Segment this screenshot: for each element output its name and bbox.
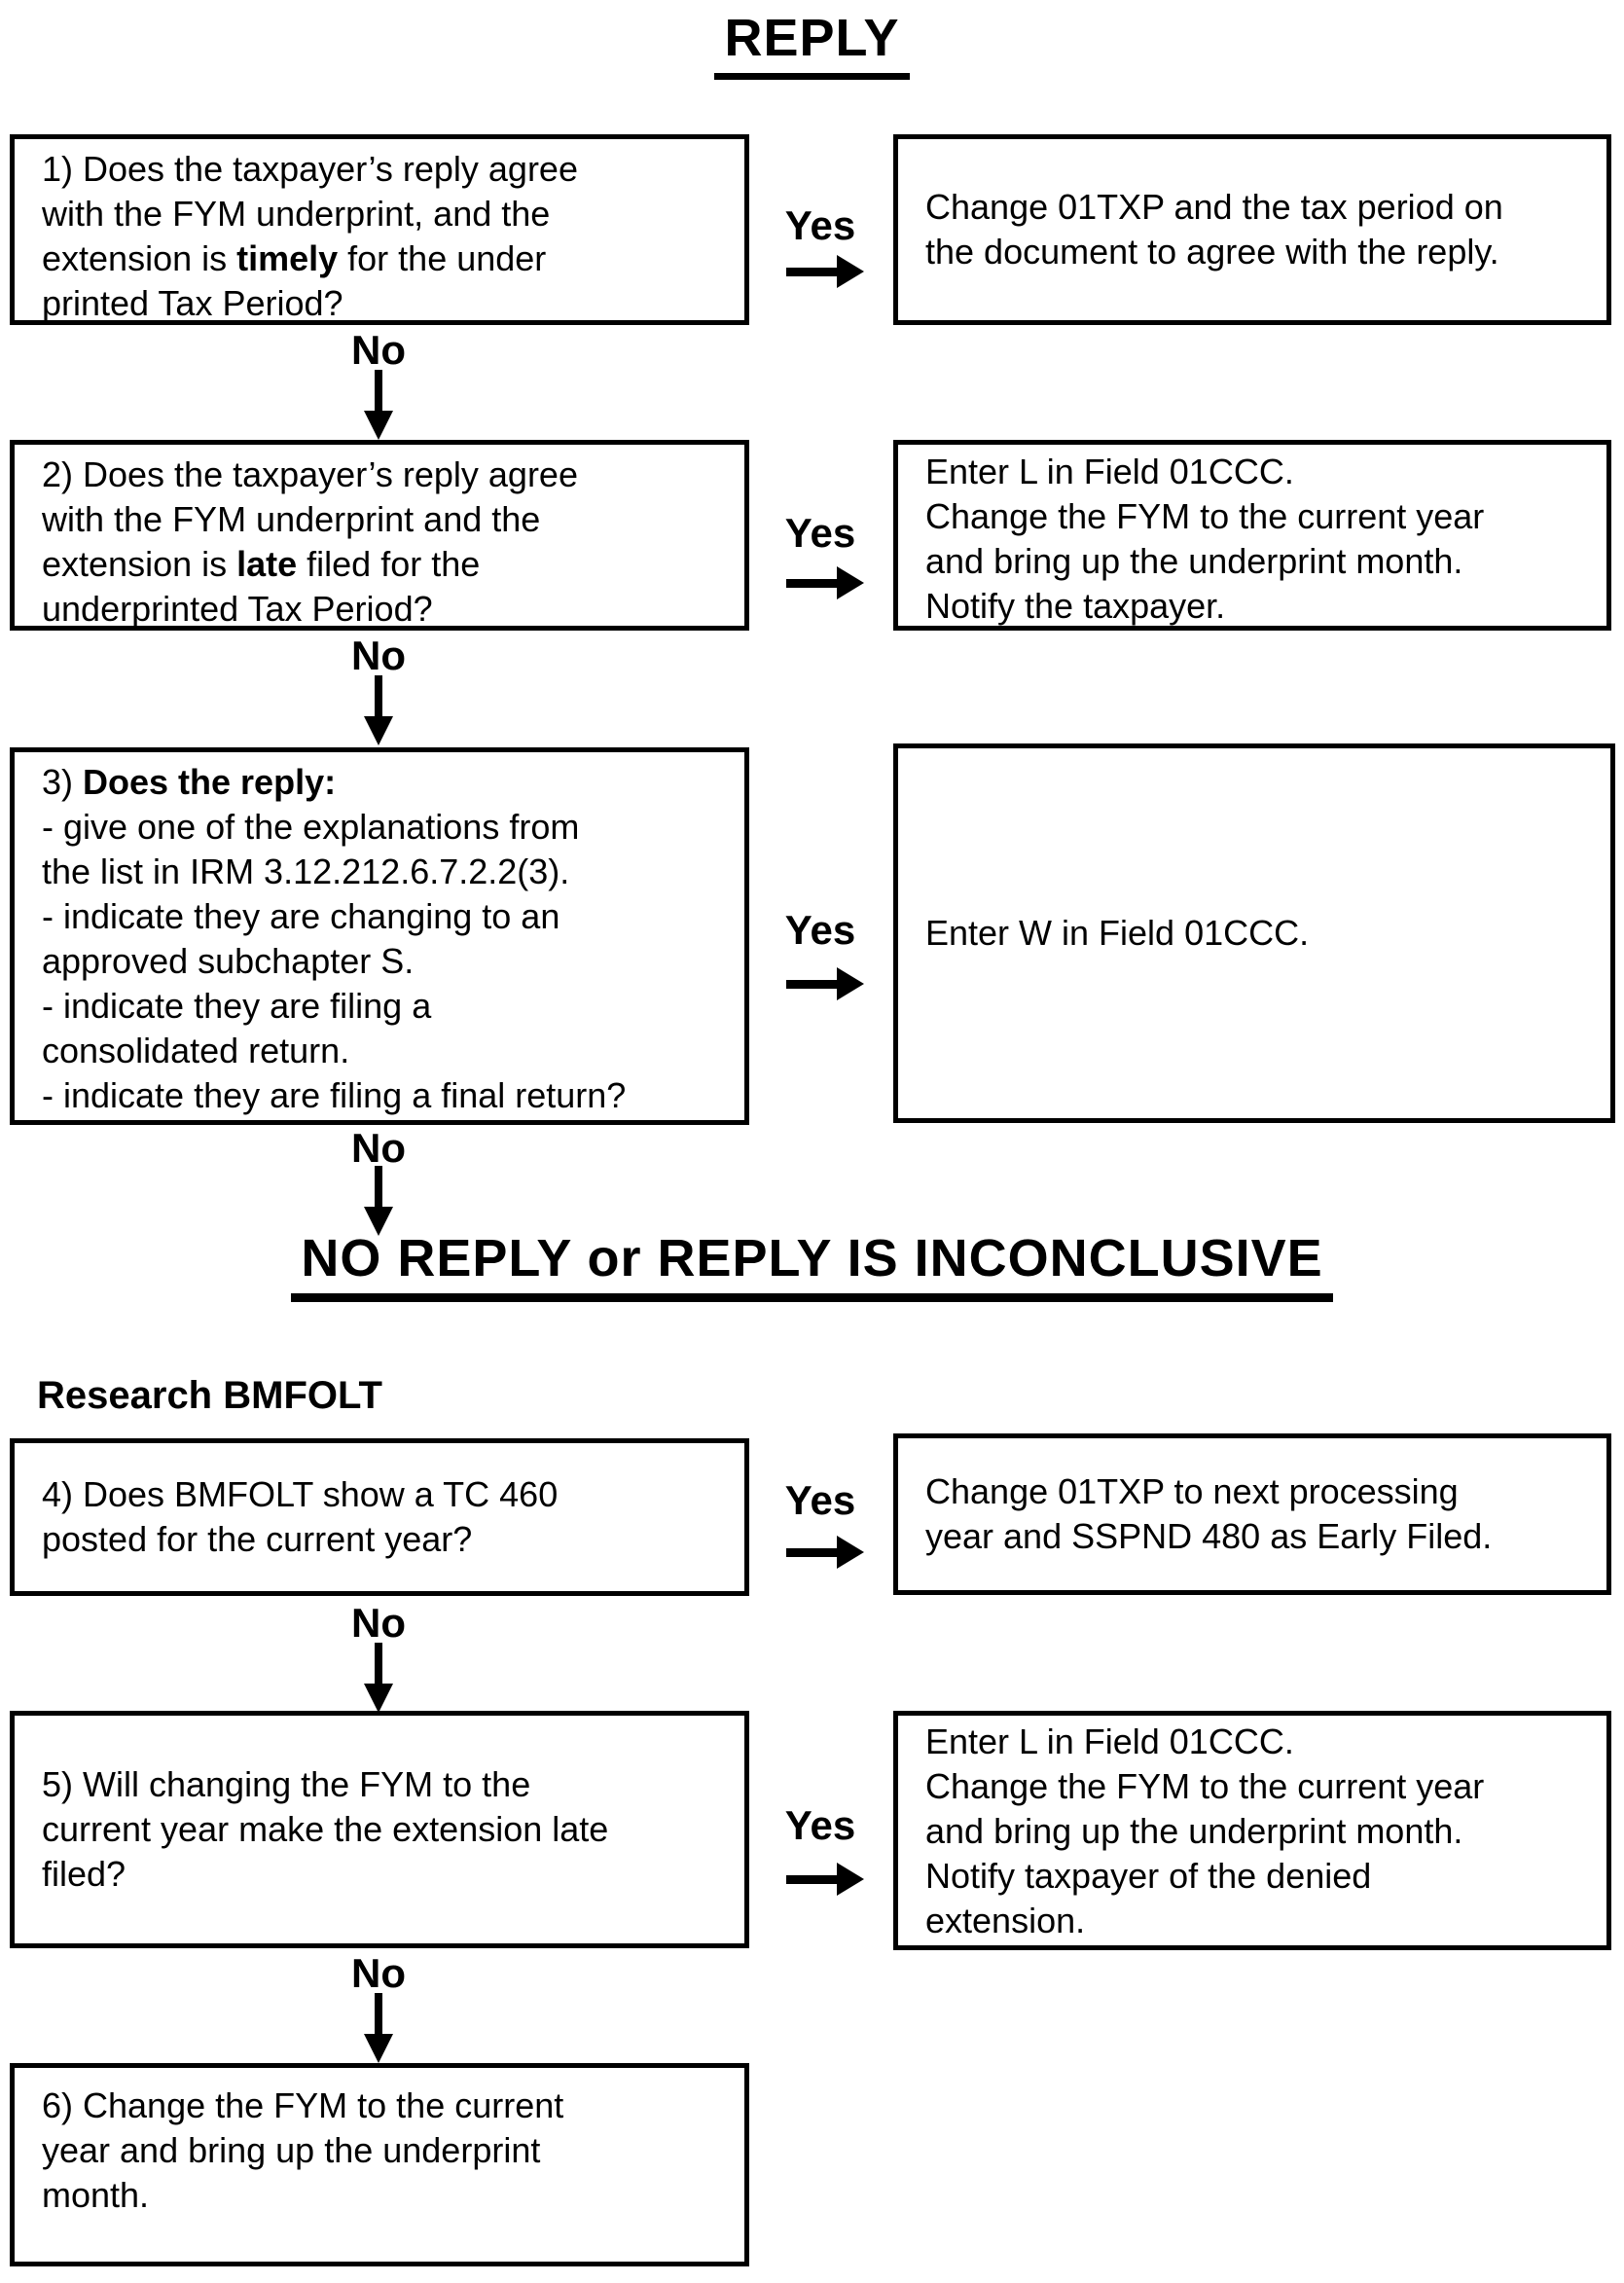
- question-3-line: - indicate they are changing to an: [42, 896, 560, 936]
- no-label-5: No: [351, 1950, 406, 1996]
- action-4-line: Change 01TXP to next processing: [925, 1471, 1459, 1511]
- question-5-line: filed?: [42, 1854, 126, 1894]
- question-1-text: for the under: [338, 238, 547, 278]
- no-reply-heading: NO REPLY or REPLY IS INCONCLUSIVE: [0, 1228, 1624, 1302]
- no-arrow-icon-5: [364, 1993, 393, 2063]
- yes-label-4: Yes: [784, 1477, 856, 1523]
- research-bmfolt-label: Research BMFOLT: [37, 1374, 382, 1417]
- question-box-4: 4) Does BMFOLT show a TC 460 posted for …: [10, 1438, 749, 1596]
- action-2-line: Enter L in Field 01CCC.: [925, 452, 1294, 491]
- yes-label-1: Yes: [784, 202, 856, 248]
- question-1-line: printed Tax Period?: [42, 283, 343, 323]
- question-1-line: extension is timely for the under: [42, 236, 739, 281]
- action-2-line: Notify the taxpayer.: [925, 586, 1226, 626]
- no-arrow-icon-4: [364, 1643, 393, 1713]
- reply-heading: REPLY: [0, 8, 1624, 80]
- yes-arrow-icon-1: [786, 255, 864, 288]
- yes-arrow-icon-3: [786, 967, 864, 1000]
- action-4-line: year and SSPND 480 as Early Filed.: [925, 1516, 1493, 1556]
- no-arrow-icon-3: [364, 1166, 393, 1236]
- question-3-line: the list in IRM 3.12.212.6.7.2.2(3).: [42, 852, 570, 891]
- yes-arrow-icon-4: [786, 1536, 864, 1569]
- question-2-line: with the FYM underprint and the: [42, 499, 541, 539]
- question-3-bold-text: Does the reply:: [83, 762, 337, 802]
- action-5-line: extension.: [925, 1901, 1086, 1940]
- question-box-6: 6) Change the FYM to the current year an…: [10, 2063, 749, 2266]
- action-3-line: Enter W in Field 01CCC.: [925, 913, 1310, 953]
- reply-heading-text: REPLY: [714, 8, 910, 80]
- question-3-line: - indicate they are filing a: [42, 986, 432, 1026]
- question-3-line: 3) Does the reply:: [42, 760, 739, 805]
- question-3-line: consolidated return.: [42, 1031, 350, 1070]
- action-2-line: and bring up the underprint month.: [925, 541, 1463, 581]
- action-box-3: Enter W in Field 01CCC.: [893, 743, 1615, 1123]
- question-box-1: 1) Does the taxpayer’s reply agree with …: [10, 134, 749, 325]
- question-2-line: extension is late filed for the: [42, 542, 739, 587]
- no-label-4: No: [351, 1600, 406, 1646]
- question-3-line: approved subchapter S.: [42, 941, 415, 981]
- question-6-line: month.: [42, 2175, 150, 2215]
- action-1-line: Change 01TXP and the tax period on: [925, 187, 1503, 227]
- question-3-line: - indicate they are filing a final retur…: [42, 1075, 627, 1115]
- action-1-line: the document to agree with the reply.: [925, 232, 1499, 272]
- question-box-2: 2) Does the taxpayer’s reply agree with …: [10, 440, 749, 631]
- no-label-1: No: [351, 327, 406, 373]
- no-reply-heading-text: NO REPLY or REPLY IS INCONCLUSIVE: [291, 1228, 1333, 1302]
- question-5-line: current year make the extension late: [42, 1809, 609, 1849]
- question-box-3: 3) Does the reply: - give one of the exp…: [10, 747, 749, 1125]
- question-4-line: 4) Does BMFOLT show a TC 460: [42, 1474, 559, 1514]
- no-label-3: No: [351, 1125, 406, 1171]
- action-5-line: Enter L in Field 01CCC.: [925, 1721, 1294, 1761]
- question-1-text: extension is: [42, 238, 237, 278]
- no-arrow-icon-2: [364, 675, 393, 745]
- question-box-5: 5) Will changing the FYM to the current …: [10, 1711, 749, 1948]
- question-2-line: underprinted Tax Period?: [42, 589, 433, 629]
- question-1-bold-text: timely: [236, 238, 339, 278]
- question-2-text: extension is: [42, 544, 237, 584]
- action-box-4: Change 01TXP to next processing year and…: [893, 1433, 1611, 1595]
- action-5-line: Change the FYM to the current year: [925, 1766, 1485, 1806]
- action-box-2: Enter L in Field 01CCC. Change the FYM t…: [893, 440, 1611, 631]
- no-arrow-icon-1: [364, 370, 393, 440]
- question-3-line: - give one of the explanations from: [42, 807, 580, 847]
- question-3-text: 3): [42, 762, 84, 802]
- question-1-line: 1) Does the taxpayer’s reply agree: [42, 149, 578, 189]
- question-4-line: posted for the current year?: [42, 1519, 473, 1559]
- question-6-line: 6) Change the FYM to the current: [42, 2085, 564, 2125]
- question-2-bold-text: late: [236, 544, 298, 584]
- question-2-text: filed for the: [297, 544, 481, 584]
- action-5-line: Notify taxpayer of the denied: [925, 1856, 1372, 1896]
- yes-label-3: Yes: [784, 907, 856, 953]
- question-6-line: year and bring up the underprint: [42, 2130, 541, 2170]
- yes-label-5: Yes: [784, 1802, 856, 1848]
- action-5-line: and bring up the underprint month.: [925, 1811, 1463, 1851]
- question-2-line: 2) Does the taxpayer’s reply agree: [42, 454, 578, 494]
- action-2-line: Change the FYM to the current year: [925, 496, 1485, 536]
- action-box-5: Enter L in Field 01CCC. Change the FYM t…: [893, 1711, 1611, 1950]
- action-box-1: Change 01TXP and the tax period on the d…: [893, 134, 1611, 325]
- yes-label-2: Yes: [784, 510, 856, 556]
- yes-arrow-icon-2: [786, 566, 864, 599]
- no-label-2: No: [351, 633, 406, 678]
- question-1-line: with the FYM underprint, and the: [42, 194, 551, 234]
- yes-arrow-icon-5: [786, 1863, 864, 1896]
- question-5-line: 5) Will changing the FYM to the: [42, 1764, 531, 1804]
